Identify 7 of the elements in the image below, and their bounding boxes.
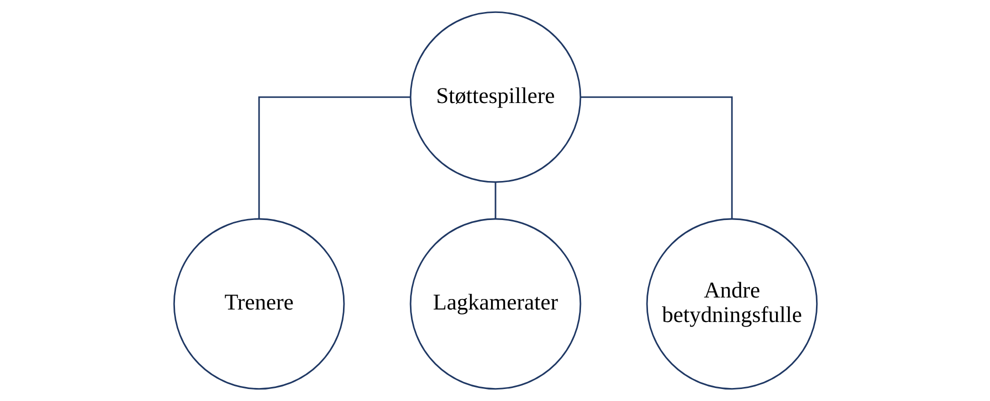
node-circle: Trenere (172, 218, 344, 390)
connector (580, 96, 732, 219)
node-circle: Lagkamerater (409, 218, 581, 390)
connector (258, 96, 410, 219)
node-circle: Andre betydningsfulle (646, 218, 818, 390)
node-circle: Støttespillere (409, 11, 581, 183)
connector (494, 182, 496, 219)
